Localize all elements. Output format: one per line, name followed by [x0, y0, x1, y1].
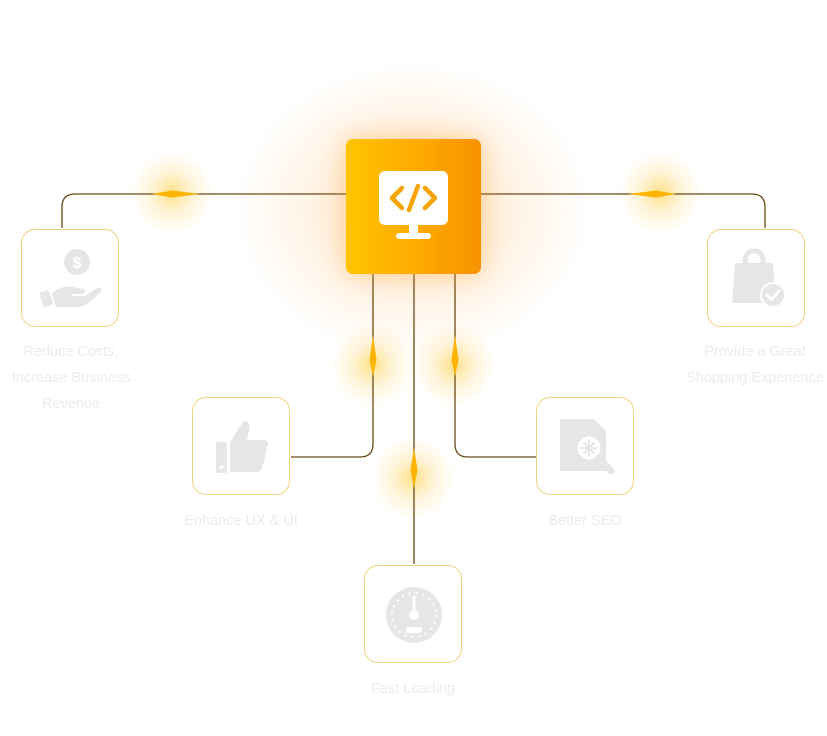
label-line: Enhance UX & UI	[184, 513, 298, 529]
svg-text:$: $	[73, 255, 82, 272]
label-line: Shopping Experience	[686, 370, 824, 386]
node-shopping	[707, 229, 805, 327]
hub-card	[346, 139, 481, 274]
node-label-cost: Reduce Costs, Increase Business Revenue	[0, 339, 142, 417]
label-line: Reduce Costs,	[23, 344, 119, 360]
label-line: Fast Loading	[371, 681, 455, 697]
node-seo	[536, 397, 634, 495]
node-label-performance: Fast Loading	[338, 676, 488, 702]
label-line: Revenue	[41, 396, 101, 412]
label-line: Provide a Great	[704, 344, 806, 360]
node-label-experience: Enhance UX & UI	[162, 508, 320, 534]
speedometer-icon	[386, 587, 442, 643]
link-to-seo	[454, 274, 536, 458]
spark-marker	[451, 335, 459, 376]
link-to-shopping	[481, 193, 766, 228]
search-document-icon	[560, 419, 615, 475]
spark-marker	[628, 190, 676, 198]
link-to-cost	[61, 193, 346, 228]
spark-marker	[152, 190, 200, 198]
node-experience	[192, 397, 290, 495]
node-label-shopping: Provide a Great Shopping Experience	[680, 339, 827, 391]
spark-marker	[369, 335, 377, 376]
label-line: Increase Business	[11, 370, 131, 386]
node-cost: $	[21, 229, 119, 327]
label-line: Better SEO	[548, 513, 622, 529]
shopping-bag-check-icon	[732, 248, 786, 308]
node-performance	[364, 565, 462, 663]
dollar-hand-icon: $	[39, 249, 102, 307]
spark-marker	[410, 448, 418, 488]
node-label-seo: Better SEO	[510, 508, 660, 534]
thumbs-up-icon	[216, 421, 269, 473]
code-monitor-icon	[379, 171, 448, 239]
link-to-experience	[291, 274, 374, 458]
